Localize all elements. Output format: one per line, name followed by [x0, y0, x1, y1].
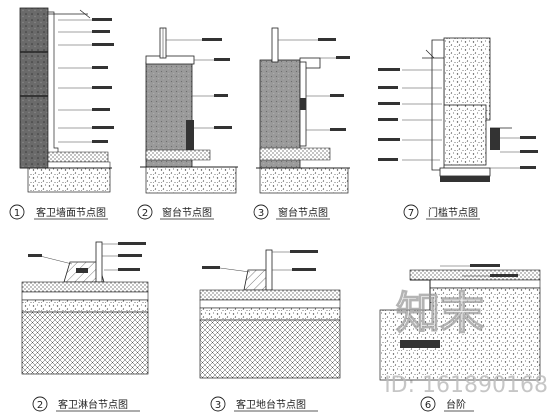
- watermark-logo: 知末: [396, 288, 484, 339]
- detail-1-drawing: [19, 7, 114, 193]
- caption-detail-6: 6 台阶: [420, 396, 474, 412]
- detail-2b-drawing: [21, 241, 149, 375]
- caption-detail-7: 7 门槛节点图: [403, 204, 480, 220]
- caption-detail-2b: 2 客卫淋台节点图: [32, 396, 140, 412]
- svg-text:客卫淋台节点图: 客卫淋台节点图: [58, 398, 128, 411]
- caption-detail-5: 3 窗台节点图: [253, 204, 330, 220]
- svg-text:2: 2: [142, 208, 148, 219]
- detail-5-drawing: [256, 27, 350, 194]
- detail-2-drawing: [140, 27, 238, 194]
- detail-3b-drawing: [199, 249, 341, 379]
- svg-text:客卫地台节点图: 客卫地台节点图: [236, 398, 306, 411]
- svg-text:1: 1: [14, 208, 20, 219]
- svg-text:门槛节点图: 门槛节点图: [428, 206, 478, 219]
- watermark: 知末 ID: 161890168: [384, 287, 548, 398]
- detail-6-drawing: [379, 264, 541, 381]
- watermark-id: ID: 161890168: [384, 373, 548, 398]
- caption-detail-1: 1 客卫墙面节点图: [9, 204, 108, 220]
- caption-detail-2: 2 窗台节点图: [137, 204, 214, 220]
- svg-text:台阶: 台阶: [446, 398, 466, 411]
- svg-text:6: 6: [425, 400, 431, 411]
- svg-text:窗台节点图: 窗台节点图: [162, 206, 212, 219]
- svg-text:3: 3: [258, 208, 264, 219]
- svg-text:2: 2: [37, 400, 43, 411]
- svg-text:7: 7: [408, 208, 414, 219]
- detail-7-drawing: [378, 37, 538, 182]
- svg-text:窗台节点图: 窗台节点图: [278, 206, 328, 219]
- caption-detail-3b: 3 客卫地台节点图: [210, 396, 318, 412]
- svg-text:客卫墙面节点图: 客卫墙面节点图: [36, 206, 106, 219]
- svg-text:3: 3: [215, 400, 221, 411]
